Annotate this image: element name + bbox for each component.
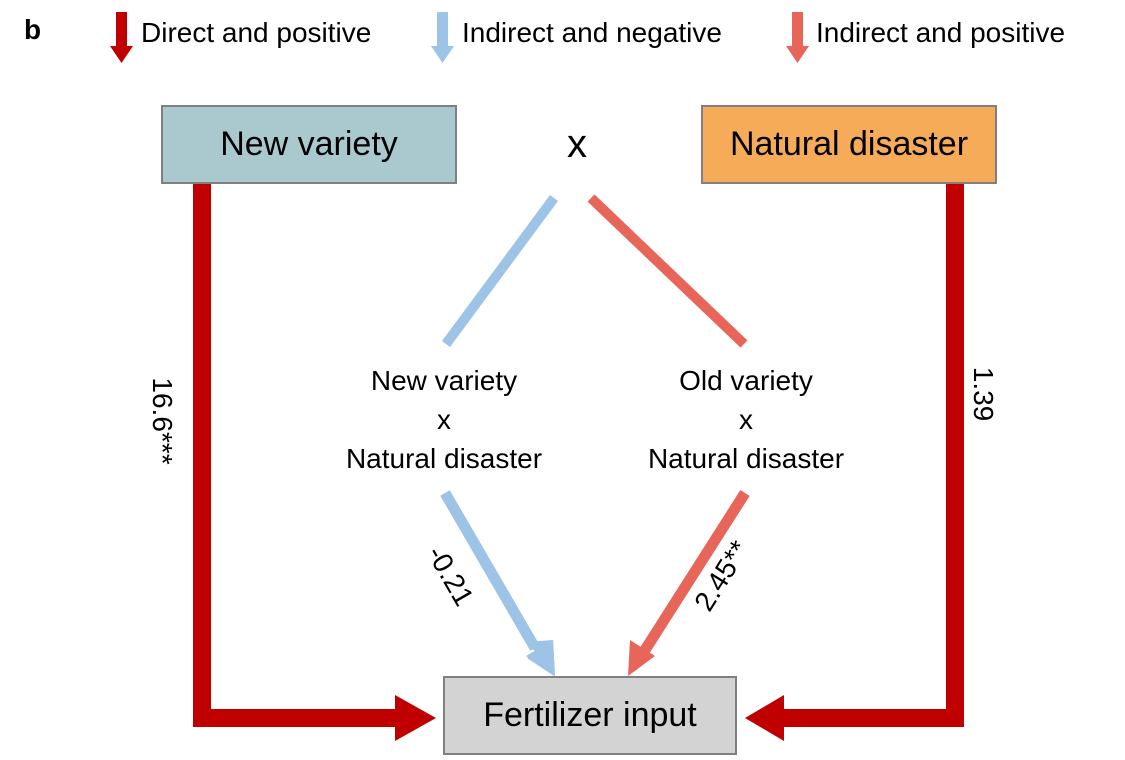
panel-label: b bbox=[24, 14, 42, 45]
edge-old-x-disaster-to-fertilizer bbox=[628, 490, 750, 676]
node-old-x-disaster: Old variety x Natural disaster bbox=[620, 361, 872, 478]
coef-natural-disaster: 1.39 bbox=[968, 366, 999, 422]
arrowhead-icon bbox=[395, 695, 436, 741]
edge-new-x-disaster-to-fertilizer bbox=[440, 490, 555, 676]
node-old-x-disaster-line2: x bbox=[739, 404, 753, 435]
node-natural-disaster: Natural disaster bbox=[701, 105, 997, 184]
arrowhead-icon bbox=[628, 640, 655, 676]
edge-new-variety-to-fertilizer bbox=[193, 183, 436, 741]
node-natural-disaster-label: Natural disaster bbox=[729, 125, 969, 163]
arrowhead-icon bbox=[745, 695, 784, 741]
coef-new-variety: 16.6*** bbox=[147, 377, 178, 465]
node-old-x-disaster-line3: Natural disaster bbox=[647, 443, 845, 474]
edge-disaster-to-fertilizer bbox=[745, 183, 964, 741]
legend-arrow-indirect-positive-icon bbox=[786, 12, 809, 63]
node-new-x-disaster-line3: Natural disaster bbox=[345, 443, 543, 474]
edge-interaction-to-new-x-disaster bbox=[441, 195, 559, 347]
node-new-x-disaster: New variety x Natural disaster bbox=[318, 361, 570, 478]
node-new-variety-label: New variety bbox=[220, 125, 398, 163]
interaction-symbol: x bbox=[567, 122, 587, 166]
legend-label-indirect-positive: Indirect and positive bbox=[816, 17, 1066, 48]
node-new-x-disaster-line1: New variety bbox=[370, 365, 518, 396]
node-old-x-disaster-line1: Old variety bbox=[679, 365, 813, 396]
node-new-x-disaster-line2: x bbox=[437, 404, 451, 435]
node-fertilizer-input: Fertilizer input bbox=[443, 676, 737, 755]
node-fertilizer-input-label: Fertilizer input bbox=[483, 696, 697, 734]
legend-label-direct-positive: Direct and positive bbox=[141, 17, 372, 48]
legend-arrow-direct-positive-icon bbox=[110, 12, 133, 63]
edge-interaction-to-old-x-disaster bbox=[587, 194, 748, 348]
legend-label-indirect-negative: Indirect and negative bbox=[462, 17, 722, 48]
legend-arrow-indirect-negative-icon bbox=[431, 12, 454, 63]
node-new-variety: New variety bbox=[161, 105, 457, 184]
